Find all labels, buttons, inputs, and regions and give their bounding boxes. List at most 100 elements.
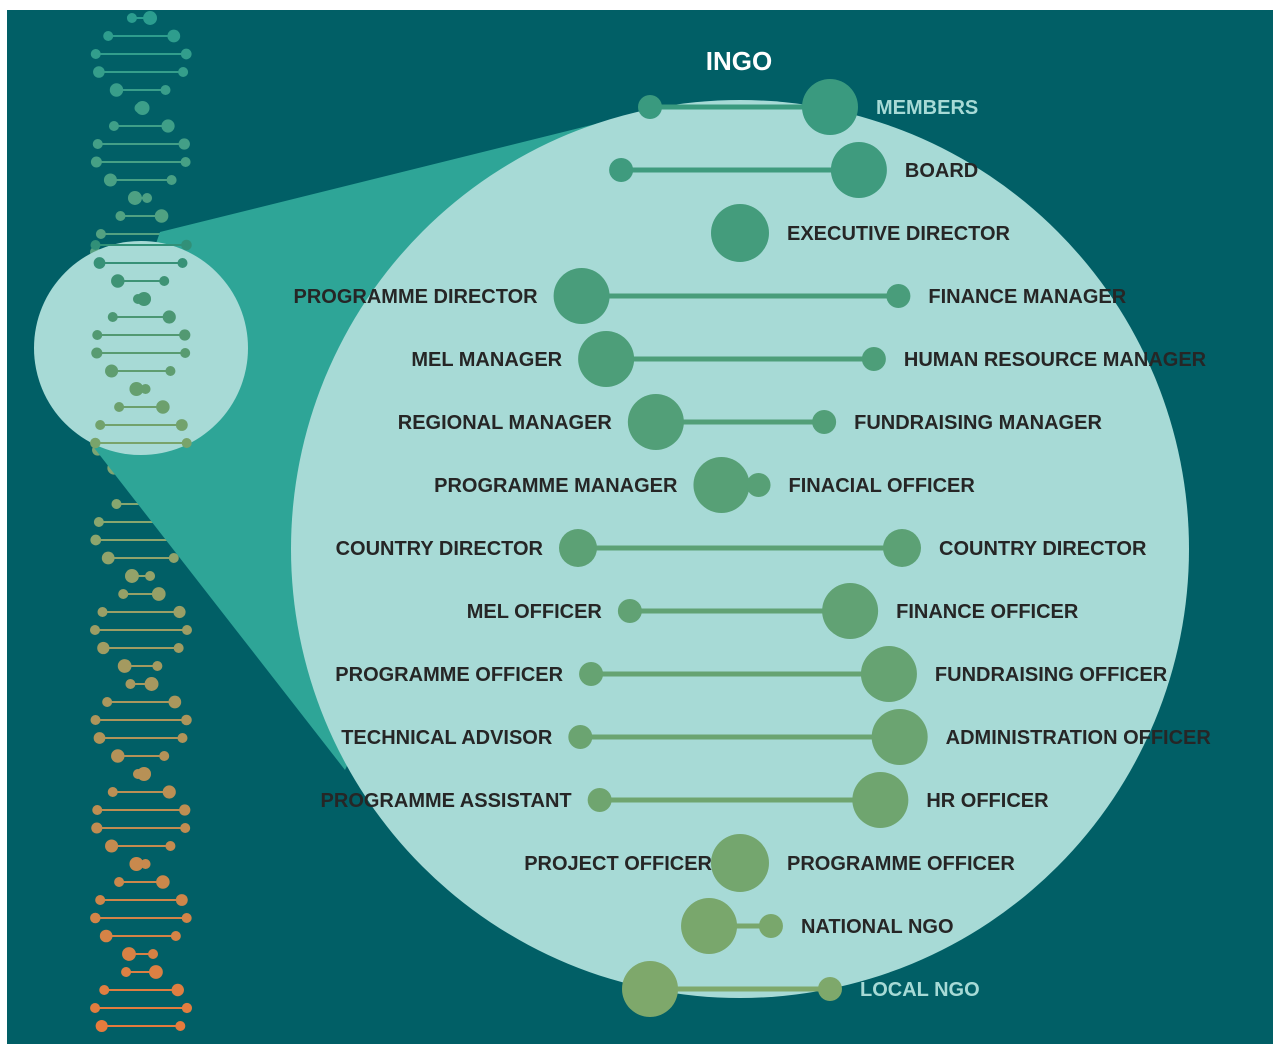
- rung-node-left: [559, 529, 597, 567]
- helix-node: [102, 697, 113, 707]
- helix-node: [181, 913, 192, 923]
- helix-node: [118, 589, 129, 599]
- magnifier-lens: [34, 241, 248, 455]
- helix-node: [117, 659, 132, 673]
- helix-node: [90, 534, 102, 546]
- helix-node: [124, 569, 139, 583]
- rung-label-right: HUMAN RESOURCE MANAGER: [904, 349, 1207, 371]
- helix-node: [154, 209, 169, 223]
- helix-node: [90, 156, 102, 168]
- helix-node: [114, 877, 125, 887]
- rung-node-left: [609, 158, 634, 182]
- helix-node: [173, 643, 184, 653]
- helix-node: [92, 139, 103, 149]
- helix-node: [148, 949, 159, 959]
- helix-node: [168, 553, 179, 563]
- helix-node: [125, 679, 136, 689]
- rung-label-left: REGIONAL MANAGER: [398, 412, 613, 434]
- helix-node: [165, 366, 176, 376]
- rung: NATIONAL NGO: [681, 898, 954, 954]
- helix-node: [91, 347, 103, 359]
- helix-node: [95, 229, 106, 239]
- helix-node: [90, 49, 101, 59]
- rung-node-left: [587, 788, 612, 812]
- rung-node-right: [758, 914, 783, 938]
- rung-node-right: [818, 977, 842, 1001]
- helix-node: [95, 420, 106, 430]
- rung-label-left: MEL OFFICER: [467, 601, 603, 623]
- helix-node: [95, 1019, 108, 1033]
- helix-node: [144, 677, 159, 691]
- rung: REGIONAL MANAGER FUNDRAISING MANAGER: [398, 394, 1102, 450]
- rung-label-right: LOCAL NGO: [860, 979, 980, 1001]
- helix-node: [93, 517, 104, 527]
- helix-node: [142, 193, 153, 203]
- helix-node: [156, 875, 170, 889]
- helix-node: [111, 274, 125, 288]
- rung-label-right: FUNDRAISING MANAGER: [854, 412, 1102, 434]
- helix-node: [181, 1002, 193, 1014]
- rung-node-right: [871, 709, 928, 765]
- helix-node: [103, 31, 114, 41]
- helix-node: [103, 173, 117, 187]
- helix-node: [129, 382, 144, 396]
- rung-node-right: [852, 772, 909, 828]
- rung-node-left: [638, 95, 662, 119]
- rung: MEMBERS: [638, 79, 978, 135]
- helix-node: [92, 330, 103, 340]
- rung-label-right: NATIONAL NGO: [801, 916, 954, 938]
- helix-node: [121, 967, 132, 977]
- helix-node: [171, 983, 184, 997]
- helix-node: [162, 310, 176, 324]
- rung-label-right: MEMBERS: [876, 97, 978, 119]
- rung-label-left: PROJECT OFFICER: [524, 853, 712, 875]
- rung-label-right: EXECUTIVE DIRECTOR: [787, 223, 1011, 245]
- helix-node: [180, 823, 191, 833]
- helix-node: [170, 931, 181, 941]
- helix-node: [177, 258, 188, 268]
- rung-node-right: [822, 583, 879, 639]
- rung-label-right: FUNDRAISING OFFICER: [935, 664, 1168, 686]
- helix-node: [93, 732, 106, 744]
- rung-node-right: [860, 646, 917, 702]
- helix-node: [99, 929, 113, 943]
- helix-node: [140, 384, 151, 394]
- rung-node-right: [883, 529, 921, 567]
- helix-node: [107, 312, 118, 322]
- helix-node: [111, 749, 125, 763]
- helix-node: [168, 695, 182, 709]
- rung-label-right: PROGRAMME OFFICER: [787, 853, 1015, 875]
- helix-node: [129, 857, 144, 871]
- helix-node: [180, 48, 192, 60]
- helix-node: [97, 641, 110, 655]
- helix-node: [181, 438, 192, 448]
- helix-node: [175, 419, 188, 431]
- helix-node: [127, 191, 142, 205]
- helix-node: [95, 895, 106, 905]
- helix-node: [97, 607, 108, 617]
- helix-node: [149, 965, 163, 979]
- helix-node: [108, 121, 119, 131]
- rung-node-center: [711, 204, 769, 262]
- helix-node: [156, 400, 170, 414]
- helix-node: [93, 257, 106, 269]
- rung: EXECUTIVE DIRECTOR: [711, 204, 1011, 262]
- helix-node: [137, 292, 152, 306]
- helix-node: [159, 751, 170, 761]
- helix-node: [175, 1021, 186, 1031]
- rung-node-left: [693, 457, 750, 513]
- helix-node: [107, 787, 118, 797]
- rung: MEL MANAGER HUMAN RESOURCE MANAGER: [411, 331, 1207, 387]
- rung: LOCAL NGO: [622, 961, 980, 1017]
- rung-label-left: MEL MANAGER: [411, 349, 562, 371]
- helix-node: [122, 947, 136, 961]
- rung: PROJECT OFFICER PROGRAMME OFFICER: [524, 834, 1015, 892]
- helix-node: [111, 499, 122, 509]
- helix-node: [165, 841, 176, 851]
- magnified-helix-segment: [90, 239, 192, 449]
